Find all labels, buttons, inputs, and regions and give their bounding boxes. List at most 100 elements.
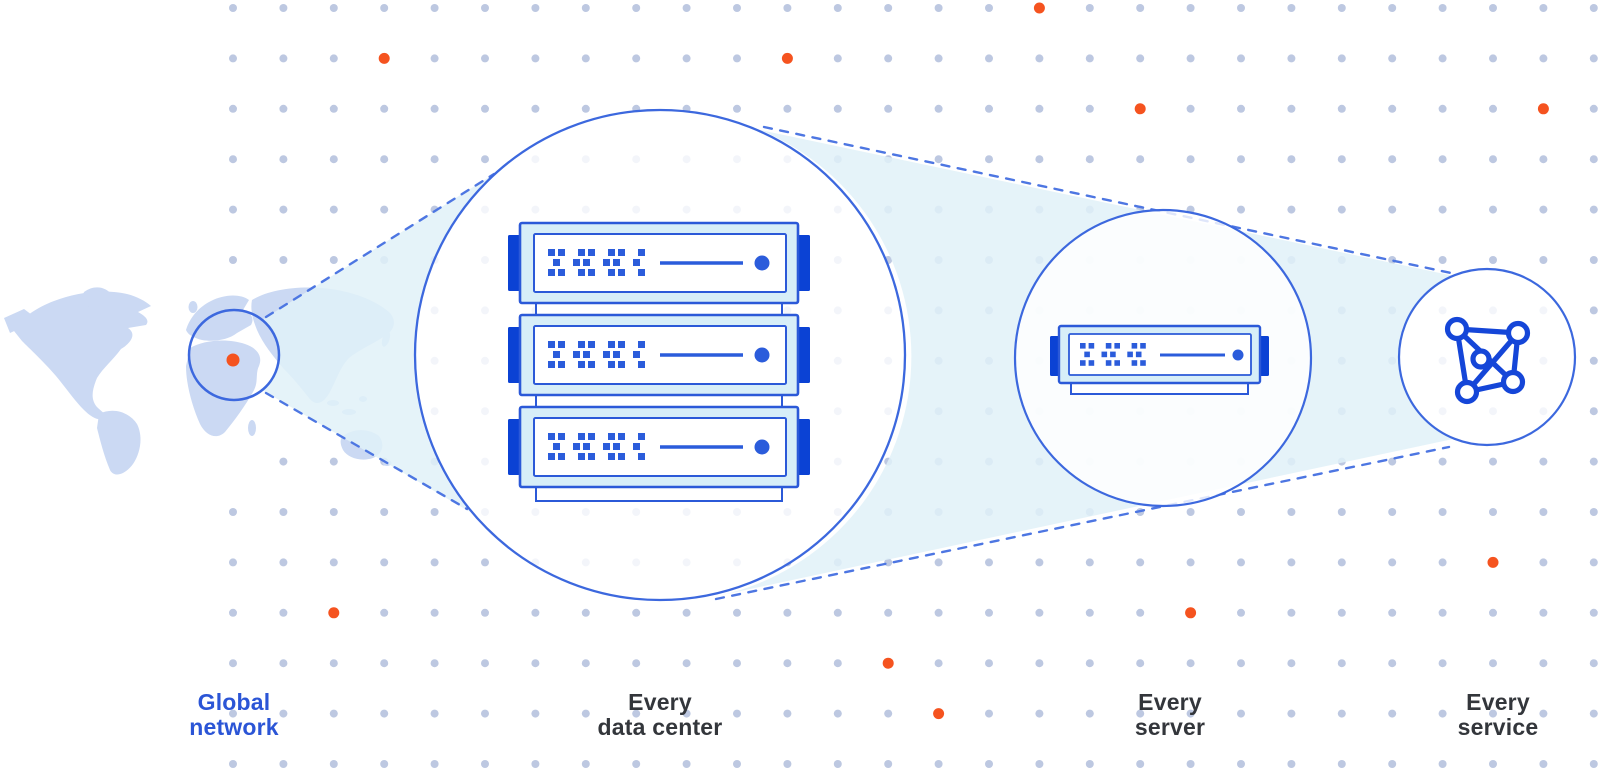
grid-dot (1136, 54, 1145, 63)
grid-dot (682, 760, 691, 768)
grid-dot (1237, 4, 1245, 12)
grid-dot (1237, 54, 1245, 63)
grid-dot (884, 709, 893, 718)
grid-dot (380, 760, 389, 768)
grid-dot (1589, 306, 1598, 315)
grid-dot (783, 760, 792, 768)
grid-dot (934, 558, 943, 567)
grid-dot (1589, 760, 1598, 768)
grid-dot (632, 4, 641, 12)
grid-dot (1539, 709, 1548, 718)
grid-dot (279, 155, 288, 164)
grid-dot (229, 558, 237, 567)
grid-dot (985, 709, 993, 718)
grid-dot (1589, 356, 1598, 365)
grid-dot (985, 558, 993, 567)
grid-dot (1237, 155, 1245, 164)
grid-dot (481, 760, 489, 768)
grid-dot (581, 659, 590, 668)
grid-dot (1035, 760, 1044, 768)
grid-dot (531, 54, 540, 63)
grid-dot (1388, 558, 1397, 567)
caption-line: Every (1138, 689, 1202, 715)
grid-dot (1388, 760, 1397, 768)
grid-dot (531, 104, 540, 113)
grid-dot (985, 104, 993, 113)
grid-dot (1489, 457, 1497, 466)
grid-dot (1085, 155, 1094, 164)
grid-dot (1186, 760, 1195, 768)
grid-dot (1186, 508, 1195, 516)
orange-accent-dot (328, 607, 340, 619)
grid-dot (1539, 54, 1548, 63)
caption-line: service (1457, 714, 1539, 740)
grid-dot (1136, 4, 1145, 12)
grid-dot (934, 608, 943, 617)
grid-dot (884, 104, 893, 113)
grid-dot (380, 205, 389, 214)
caption-every-server: Every server (1010, 690, 1330, 740)
grid-dot (229, 760, 237, 768)
grid-dot (279, 205, 288, 214)
grid-dot (581, 608, 590, 617)
grid-dot (1287, 558, 1296, 567)
grid-dot (682, 608, 691, 617)
grid-dot (481, 608, 489, 617)
grid-dot (279, 608, 288, 617)
grid-dot (1539, 256, 1548, 264)
grid-dot (682, 54, 691, 63)
grid-dot (1337, 508, 1346, 516)
grid-dot (1438, 608, 1447, 617)
grid-dot (1237, 104, 1245, 113)
grid-dot (430, 760, 439, 768)
grid-dot (1287, 608, 1296, 617)
grid-dot (783, 104, 792, 113)
grid-dot (632, 760, 641, 768)
grid-dot (1085, 4, 1094, 12)
grid-dot (733, 709, 741, 718)
caption-line: data center (597, 714, 723, 740)
grid-dot (380, 558, 389, 567)
grid-dot (1438, 508, 1447, 516)
grid-dot (1337, 608, 1346, 617)
grid-dot (1035, 608, 1044, 617)
grid-dot (279, 457, 288, 466)
grid-dot (1388, 4, 1397, 12)
grid-dot (783, 659, 792, 668)
grid-dot (1085, 54, 1094, 63)
grid-dot (531, 659, 540, 668)
grid-dot (783, 608, 792, 617)
grid-dot (279, 508, 288, 516)
grid-dot (1438, 155, 1447, 164)
grid-dot (934, 54, 943, 63)
grid-dot (1489, 256, 1497, 264)
caption-every-data-center: Every data center (500, 690, 820, 740)
grid-dot (1136, 155, 1145, 164)
grid-dot (934, 155, 943, 164)
grid-dot (380, 4, 389, 12)
grid-dot (1287, 760, 1296, 768)
grid-dot (1337, 558, 1346, 567)
grid-dot (229, 256, 237, 264)
orange-accent-dot (1487, 556, 1499, 568)
grid-dot (1539, 508, 1548, 516)
grid-dot (1539, 608, 1548, 617)
grid-dot (1085, 608, 1094, 617)
grid-dot (1186, 558, 1195, 567)
server-led (1232, 349, 1244, 361)
grid-dot (1589, 457, 1598, 466)
mesh-node (1444, 316, 1470, 342)
server-rack-illustration (506, 221, 812, 502)
grid-dot (884, 608, 893, 617)
grid-dot (279, 4, 288, 12)
grid-dot (1589, 155, 1598, 164)
grid-dot (1438, 709, 1447, 718)
grid-dot (1589, 54, 1598, 63)
grid-dot (1136, 558, 1145, 567)
grid-dot (1085, 104, 1094, 113)
grid-dot (1589, 407, 1598, 416)
grid-dot (1237, 205, 1245, 214)
grid-dot (1438, 256, 1447, 264)
grid-dot (1337, 104, 1346, 113)
